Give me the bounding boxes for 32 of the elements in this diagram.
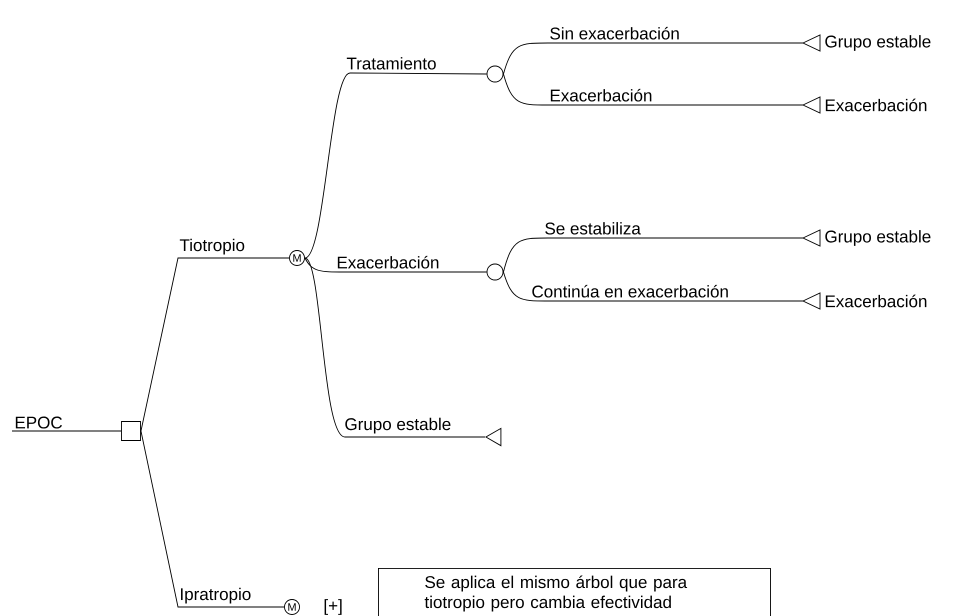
branch-line	[503, 272, 804, 302]
branch-line	[12, 430, 122, 432]
beside-label: [+]	[324, 599, 342, 615]
start-label: EPOC	[16, 416, 62, 429]
branch-label: Exacerbación	[335, 254, 440, 270]
branch-line	[140, 258, 290, 432]
branch-line	[304, 258, 486, 438]
branch-label: Tiotropio	[178, 238, 246, 256]
branch-line	[304, 258, 487, 272]
branch-label: Sin exacerbación	[548, 26, 681, 41]
branch-label: Grupo estable	[343, 416, 452, 435]
node-label: Grupo estable	[825, 230, 930, 246]
branch-line	[503, 238, 804, 272]
note-box: Se aplica el mismo árbol que para tiotropio pero cambia efectividad	[378, 568, 771, 616]
branch-line	[503, 42, 804, 74]
branch-label: Tratamiento	[345, 56, 438, 71]
node-label: Exacerbación	[826, 294, 926, 308]
chance-circle	[486, 264, 504, 280]
terminal-triangle	[485, 428, 502, 446]
branch-label: Exacerbación	[548, 88, 654, 103]
node-label: Exacerbación	[826, 98, 926, 112]
markov-node: M	[289, 250, 305, 266]
decision-square	[121, 421, 141, 441]
node-label: Grupo estable	[825, 35, 930, 51]
branch-line	[304, 72, 487, 258]
branch-line	[503, 74, 804, 106]
branch-label: Ipratropio	[178, 586, 252, 605]
branch-label: Se estabiliza	[543, 221, 642, 236]
branch-line	[140, 430, 284, 608]
markov-node: M	[284, 599, 300, 615]
chance-circle	[486, 66, 504, 82]
branch-label: Continúa en exacerbación	[530, 284, 730, 299]
